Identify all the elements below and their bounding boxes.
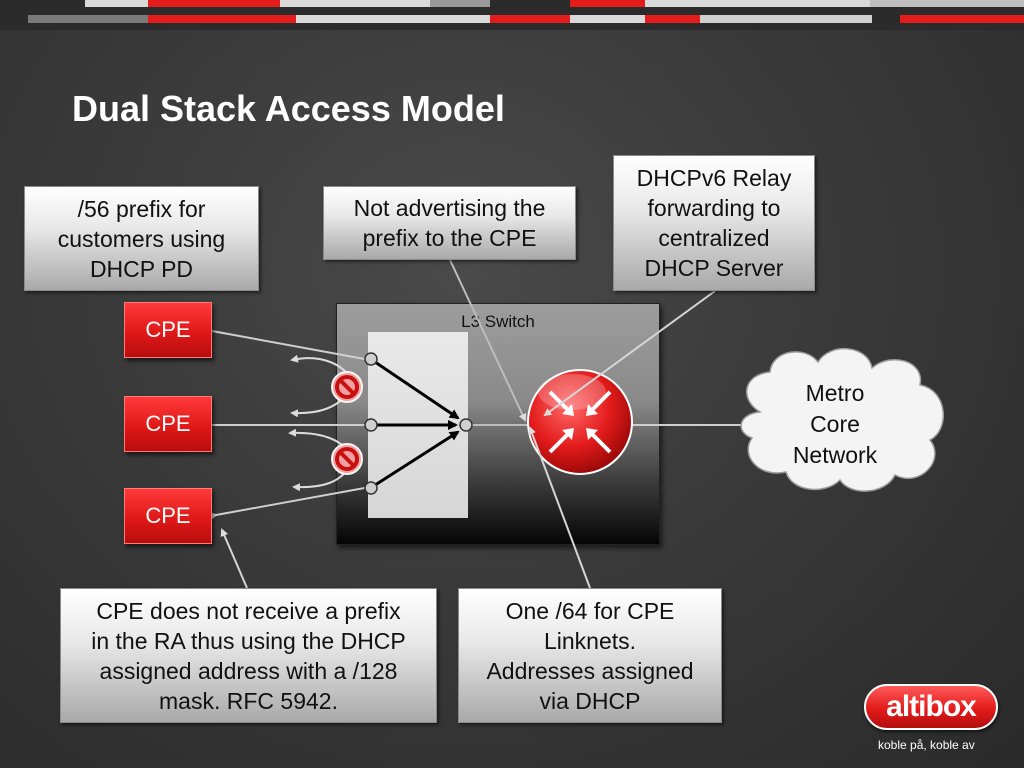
altibox-logo: altibox bbox=[864, 684, 998, 730]
callout-dhcpv6-relay: DHCPv6 Relay forwarding to centralized D… bbox=[613, 155, 815, 291]
port-aggregate bbox=[459, 418, 473, 432]
router-icon bbox=[527, 369, 633, 475]
callout-cpe-no-prefix: CPE does not receive a prefix in the RA … bbox=[60, 588, 437, 723]
cpe-node-2: CPE bbox=[124, 396, 212, 452]
brand-tagline: koble på, koble av bbox=[878, 738, 975, 752]
agg-arrow-3 bbox=[371, 430, 460, 489]
pointer-cpe-no-prefix bbox=[220, 528, 248, 589]
cpe-node-3: CPE bbox=[124, 488, 212, 544]
agg-arrow-1 bbox=[371, 358, 460, 420]
cloud-icon bbox=[740, 348, 944, 492]
cloud-label: Metro Core Network bbox=[792, 380, 878, 468]
link-cpe1 bbox=[211, 330, 371, 361]
callout-prefix56: /56 prefix for customers using DHCP PD bbox=[24, 186, 259, 291]
pointer-not-advertising bbox=[449, 259, 527, 422]
callout-not-advertising: Not advertising the prefix to the CPE bbox=[323, 186, 576, 260]
no-entry-icon bbox=[331, 371, 363, 403]
cpe-node-1: CPE bbox=[124, 302, 212, 358]
callout-one-64: One /64 for CPE Linknets. Addresses assi… bbox=[458, 588, 722, 723]
switch-label: L3 Switch bbox=[461, 312, 535, 331]
page-title: Dual Stack Access Model bbox=[72, 88, 505, 129]
port-3 bbox=[364, 481, 378, 495]
pointer-one64 bbox=[528, 426, 591, 589]
port-2 bbox=[364, 418, 378, 432]
header-stripes bbox=[0, 0, 1024, 30]
no-entry-icon bbox=[331, 443, 363, 475]
port-1 bbox=[364, 352, 378, 366]
pointer-relay bbox=[543, 290, 716, 417]
link-cpe3 bbox=[209, 486, 371, 521]
